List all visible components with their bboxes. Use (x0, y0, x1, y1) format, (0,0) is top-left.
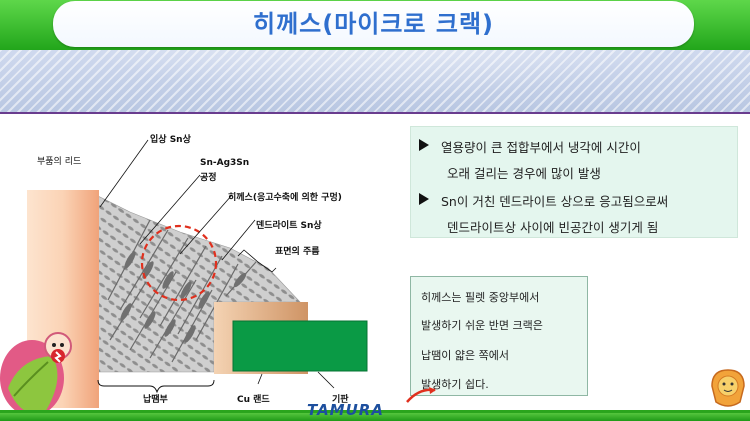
label-surface-wrinkle: 표면의 주름 (275, 247, 320, 257)
box2-line2: 발생하기 쉬운 반면 크랙은 (421, 319, 543, 332)
slide-title: 히께스(마이크로 크랙) (252, 10, 494, 38)
footer-bar (0, 413, 750, 421)
label-eutectic-2: 공정 (200, 173, 217, 183)
info-box-note: 히께스는 필렛 중앙부에서 발생하기 쉬운 반면 크랙은 납땜이 얇은 쪽에서 … (410, 276, 588, 396)
label-solder: 납땜부 (143, 395, 168, 405)
box1-line1: 열용량이 큰 접합부에서 냉각에 시간이 (441, 140, 641, 155)
substrate (232, 320, 368, 372)
surface-wrinkle-brace (237, 249, 277, 273)
solder-fillet (97, 195, 301, 373)
label-primary-sn: 입상 Sn상 (150, 135, 191, 145)
box2-line4: 발생하기 쉽다. (421, 378, 489, 391)
substrate-leader (317, 371, 335, 389)
label-lead: 부품의 리드 (37, 157, 82, 167)
mascot-icon (0, 332, 72, 416)
header-divider (0, 112, 750, 114)
label-hickess: 히께스(응고수축에 의한 구멍) (228, 193, 342, 203)
bullet-arrow-icon (419, 139, 429, 151)
title-bar: 히께스(마이크로 크랙) (0, 0, 750, 50)
label-eutectic-1: Sn-Ag3Sn (200, 158, 250, 168)
leader-lines (99, 139, 256, 261)
slide-header: 히께스(마이크로 크랙) (0, 0, 750, 112)
hickess-marker-circle (140, 224, 218, 302)
info-box-main: 열용량이 큰 접합부에서 냉각에 시간이 오래 걸리는 경우에 많이 발생 Sn… (410, 126, 738, 238)
company-logo: TAMURA (307, 401, 384, 419)
solder-brace (97, 379, 215, 394)
footer-divider (0, 410, 750, 413)
label-dendrite: 덴드라이트 Sn상 (256, 221, 322, 231)
box1-line4: 덴드라이트상 사이에 빈공간이 생기게 됨 (447, 220, 659, 235)
label-cu-land: Cu 랜드 (237, 395, 270, 405)
box2-line3: 납땜이 얇은 쪽에서 (421, 349, 509, 362)
logo-swoosh-icon (406, 387, 436, 403)
label-substrate: 기판 (332, 395, 349, 405)
title-pill: 히께스(마이크로 크랙) (53, 1, 694, 47)
badge-icon (711, 369, 745, 407)
box1-line2: 오래 걸리는 경우에 많이 발생 (447, 166, 601, 181)
dendrite-leaves (120, 251, 247, 343)
bullet-arrow-icon (419, 193, 429, 205)
cu-land-leader (257, 373, 263, 385)
box1-line3: Sn이 거친 덴드라이트 상으로 응고됨으로써 (441, 194, 669, 209)
box2-line1: 히께스는 필렛 중앙부에서 (421, 291, 540, 304)
